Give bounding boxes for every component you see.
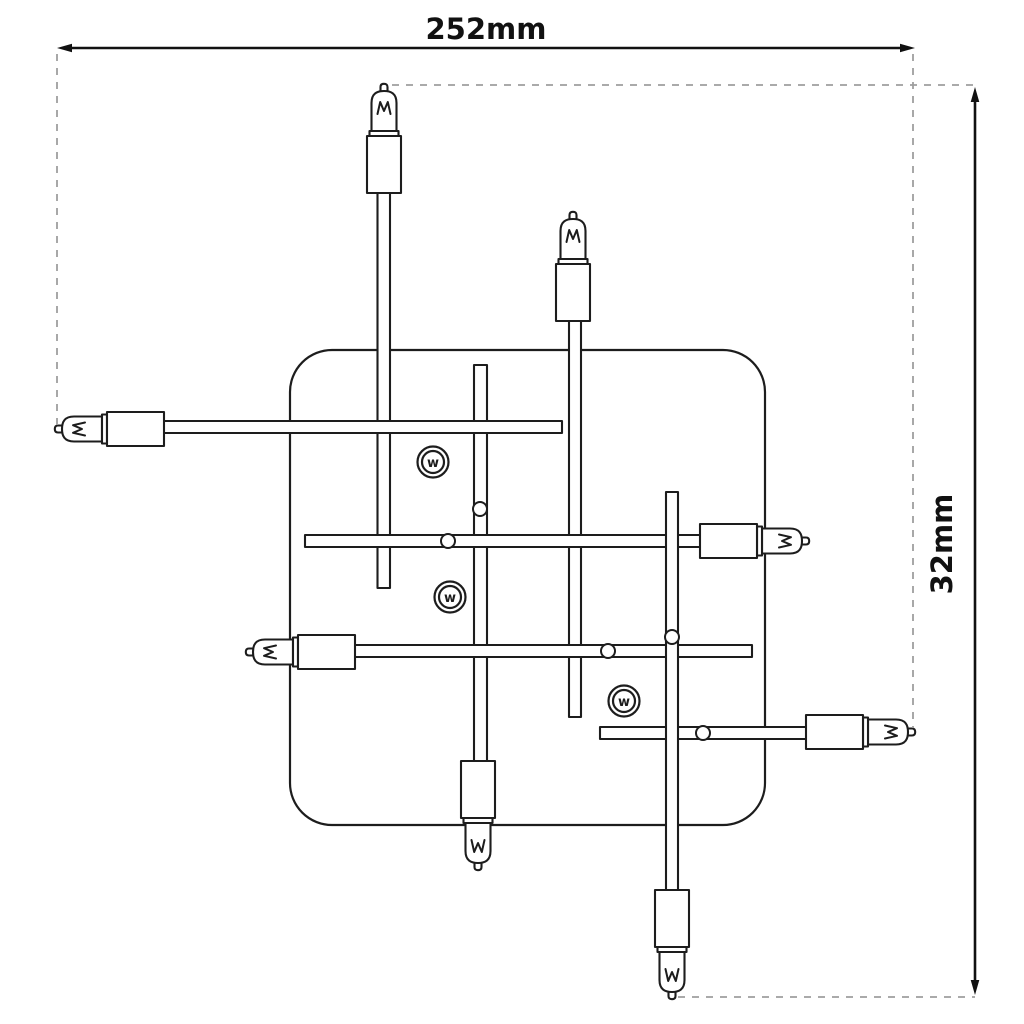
cable-grommet bbox=[695, 725, 711, 741]
lamp-arm-rod-horizontal-3 bbox=[351, 643, 754, 659]
arrow-down-icon bbox=[970, 980, 980, 995]
cable-grommet bbox=[664, 629, 680, 645]
lamp-arm-rod-vertical-1 bbox=[376, 188, 392, 590]
wattage-letter: w bbox=[444, 591, 456, 606]
height-dimension: 32mm bbox=[925, 87, 980, 995]
halogen-bulb-icon-bottom-right bbox=[653, 888, 691, 1001]
arrow-up-icon bbox=[970, 87, 980, 102]
width-dimension: 252mm bbox=[57, 12, 915, 53]
halogen-bulb-icon-left-lower bbox=[244, 633, 357, 671]
dimension-annotations: 252mm 32mm bbox=[56, 12, 980, 998]
halogen-bulb-icon-right-lower bbox=[804, 713, 917, 751]
wattage-letter: w bbox=[618, 695, 630, 710]
lamp-arm-rod-horizontal-2 bbox=[303, 533, 705, 549]
cable-grommet bbox=[600, 643, 616, 659]
halogen-bulb-icon-left-upper bbox=[53, 410, 166, 448]
cable-grommet bbox=[440, 533, 456, 549]
lamp-arm-rod-vertical-4 bbox=[664, 490, 680, 894]
halogen-bulb-icon-top-left bbox=[365, 82, 403, 195]
lamp-arm-rod-horizontal-1 bbox=[160, 419, 564, 435]
wattage-mark: w bbox=[607, 684, 641, 718]
mounting-plate bbox=[288, 348, 767, 827]
wattage-mark-inner-circle bbox=[437, 584, 463, 610]
halogen-bulb-icon-bottom-center bbox=[459, 759, 497, 872]
arrow-left-icon bbox=[57, 43, 72, 53]
arrow-right-icon bbox=[900, 43, 915, 53]
wattage-mark: w bbox=[433, 580, 467, 614]
wattage-mark-inner-circle bbox=[611, 688, 637, 714]
halogen-bulb-icon-right-upper bbox=[698, 522, 811, 560]
wattage-mark: w bbox=[416, 445, 450, 479]
cable-grommet bbox=[472, 501, 488, 517]
wattage-mark-inner-circle bbox=[420, 449, 446, 475]
height-dimension-label: 32mm bbox=[925, 494, 959, 595]
wattage-letter: w bbox=[427, 456, 439, 471]
halogen-bulb-icon-top-center bbox=[554, 210, 592, 323]
width-dimension-label: 252mm bbox=[426, 12, 547, 46]
